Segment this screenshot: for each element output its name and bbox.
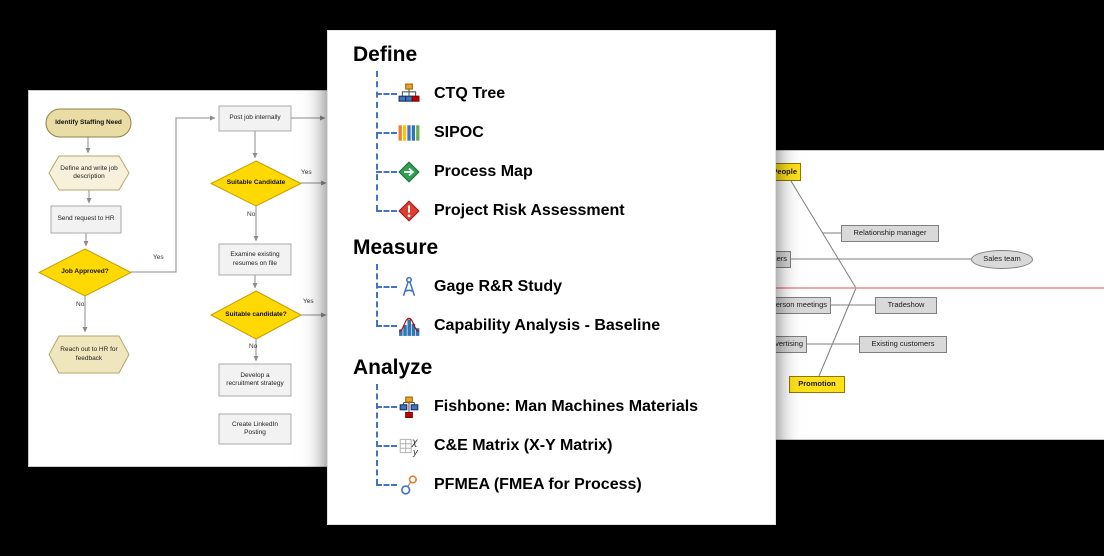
- tool-item-fishbone[interactable]: Fishbone: Man Machines Materials: [328, 387, 775, 426]
- svg-text:y: y: [412, 447, 419, 456]
- capability-histogram-icon: [398, 315, 420, 337]
- gage-rr-icon: [398, 276, 420, 298]
- fishbone-icon: [398, 396, 420, 418]
- tool-item-ctq-tree[interactable]: CTQ Tree: [328, 74, 775, 113]
- shape-hexagon-reach-out: [48, 335, 130, 374]
- flowchart-shapes: [37, 105, 303, 445]
- edge-label-yes: Yes: [301, 169, 312, 176]
- tool-item-label: Gage R&R Study: [434, 277, 563, 295]
- shape-rect-send-request: [50, 205, 122, 234]
- tool-item-label: PFMEA (FMEA for Process): [434, 475, 642, 493]
- node-post-job-internally[interactable]: Post job internally: [229, 114, 281, 122]
- tool-item-project-risk-assessment[interactable]: Project Risk Assessment: [328, 191, 775, 230]
- node-define-job-description[interactable]: Define and write job description: [60, 164, 118, 180]
- edge-label-no: No: [247, 211, 256, 218]
- node-send-request-hr[interactable]: Send request to HR: [57, 215, 115, 223]
- tool-item-label: Fishbone: Man Machines Materials: [434, 397, 699, 415]
- flowchart-connectors: [82, 115, 327, 362]
- flowchart-canvas: [37, 105, 327, 445]
- fishbone-canvas: [741, 180, 1104, 377]
- ctq-tree-icon: [398, 83, 420, 105]
- shape-diamond-job-approved: [37, 248, 133, 297]
- fishbone-panel: People Relationship manager Customers Sa…: [740, 150, 1104, 440]
- tool-item-pfmea[interactable]: PFMEA (FMEA for Process): [328, 465, 775, 504]
- pfmea-icon: [398, 474, 420, 496]
- edge-label-yes: Yes: [303, 298, 314, 305]
- fishbone-cause-existing-customers[interactable]: Existing customers: [859, 336, 947, 353]
- fishbone-cause-sales-team[interactable]: Sales team: [971, 250, 1033, 269]
- tool-item-label: Process Map: [434, 162, 533, 180]
- shape-rect-develop: [218, 363, 292, 397]
- shape-diamond-suitable-2: [209, 290, 303, 340]
- tool-item-capability-analysis[interactable]: Capability Analysis - Baseline: [328, 306, 775, 345]
- ce-matrix-icon: χ y: [398, 435, 420, 457]
- svg-text:χ: χ: [411, 436, 419, 447]
- toolbox-panel: Define CTQ Tree: [327, 30, 776, 525]
- section-heading-analyze: Analyze: [353, 356, 433, 379]
- shape-diamond-suitable-1: [209, 160, 303, 207]
- shape-terminator-identify: [45, 108, 132, 138]
- node-suitable-candidate-1[interactable]: Suitable Candidate: [226, 179, 286, 187]
- shape-rect-linkedin: [218, 413, 292, 445]
- tool-item-label: CTQ Tree: [434, 84, 506, 102]
- edge-label-no: No: [76, 301, 85, 308]
- edge-label-yes: Yes: [153, 254, 164, 261]
- fishbone-category-promotion[interactable]: Promotion: [789, 376, 845, 393]
- fishbone-cause-relationship-manager[interactable]: Relationship manager: [841, 225, 939, 242]
- sipoc-icon: [398, 122, 420, 144]
- tool-item-ce-matrix[interactable]: χ y C&E Matrix (X-Y Matrix): [328, 426, 775, 465]
- fishbone-cause-tradeshow[interactable]: Tradeshow: [875, 297, 937, 314]
- section-heading-define: Define: [353, 43, 418, 66]
- tool-item-label: SIPOC: [434, 123, 484, 141]
- node-job-approved[interactable]: Job Approved?: [61, 268, 109, 276]
- tool-item-process-map[interactable]: Process Map: [328, 152, 775, 191]
- section-heading-measure: Measure: [353, 236, 439, 259]
- measure-tool-list: Gage R&R Study Capability Analysis - Bas…: [328, 264, 775, 345]
- tool-item-label: Project Risk Assessment: [434, 201, 625, 219]
- shape-rect-examine: [218, 243, 292, 276]
- project-risk-icon: [398, 199, 420, 222]
- fishbone-bones: [790, 180, 971, 377]
- process-map-icon: [398, 160, 420, 183]
- node-develop-strategy[interactable]: Develop a recruitment strategy: [226, 371, 284, 387]
- tool-item-label: C&E Matrix (X-Y Matrix): [434, 436, 613, 454]
- shape-hexagon-define-job: [48, 155, 130, 191]
- tool-item-label: Capability Analysis - Baseline: [434, 316, 661, 334]
- flowchart-panel: Identify Staffing Need Define and write …: [28, 90, 346, 467]
- node-suitable-candidate-2[interactable]: Suitable candidate?: [225, 310, 287, 318]
- node-identify-staffing-need[interactable]: Identify Staffing Need: [55, 118, 122, 126]
- tool-item-sipoc[interactable]: SIPOC: [328, 113, 775, 152]
- edge-label-no: No: [249, 343, 258, 350]
- define-tool-list: CTQ Tree SIPOC P: [328, 71, 775, 230]
- tool-item-gage-rr-study[interactable]: Gage R&R Study: [328, 267, 775, 306]
- analyze-tool-list: Fishbone: Man Machines Materials χ y C&E…: [328, 384, 775, 504]
- node-create-linkedin-posting[interactable]: Create LinkedIn Posting: [232, 420, 278, 436]
- shape-rect-post-job: [218, 105, 292, 132]
- node-examine-resumes[interactable]: Examine existing resumes on file: [230, 251, 280, 267]
- node-reach-out-hr[interactable]: Reach out to HR for feedback: [60, 346, 118, 362]
